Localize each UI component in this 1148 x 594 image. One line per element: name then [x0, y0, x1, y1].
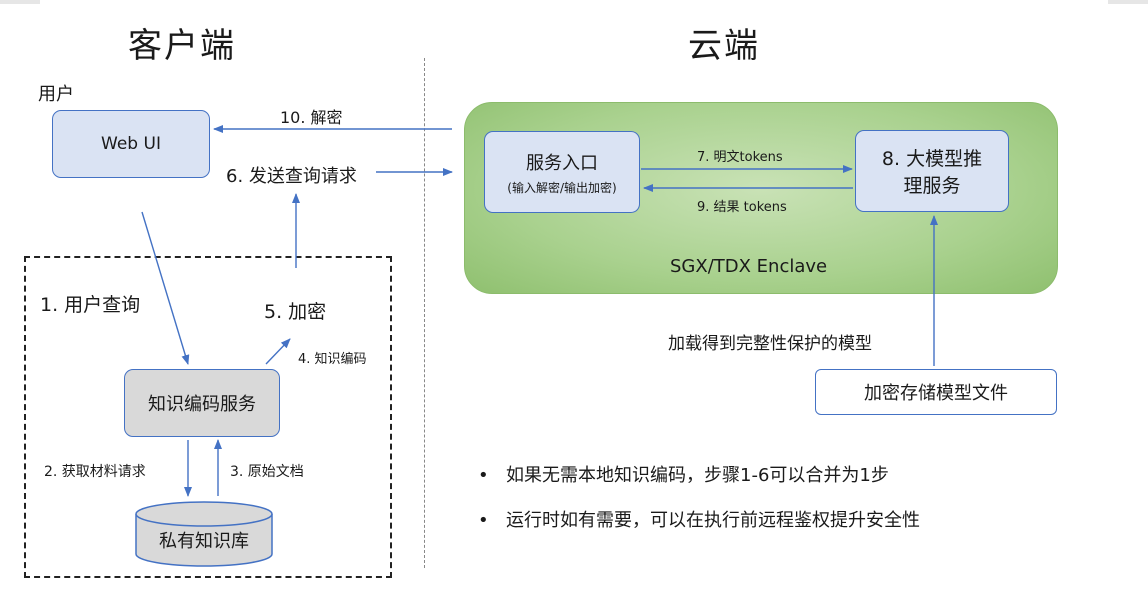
load-model-label: 加载得到完整性保护的模型: [668, 334, 872, 354]
step-4-label: 4. 知识编码: [298, 352, 367, 367]
cloud-title: 云端: [688, 26, 760, 66]
note-bullet-2: • 运行时如有需要，可以在执行前远程鉴权提升安全性: [478, 506, 920, 532]
arrow-user-query: [141, 211, 190, 365]
service-entry-subtitle: (输入解密/输出加密): [507, 180, 617, 195]
service-entry-node: 服务入口 (输入解密/输出加密): [484, 131, 640, 213]
local-boundary: [24, 256, 392, 578]
note-text-1: 如果无需本地知识编码，步骤1-6可以合并为1步: [506, 465, 889, 486]
section-divider: [424, 58, 425, 568]
step-7-label: 7. 明文tokens: [697, 150, 783, 165]
step-9-label: 9. 结果 tokens: [697, 200, 787, 215]
llm-inference-line2: 理服务: [903, 175, 961, 197]
knowledge-encoding-service: 知识编码服务: [124, 369, 280, 437]
llm-inference-line1: 8. 大模型推: [881, 148, 983, 170]
encrypted-model-storage: 加密存储模型文件: [815, 369, 1057, 415]
service-entry-title: 服务入口: [526, 152, 598, 174]
bullet-dot: •: [478, 510, 489, 531]
step-6-label: 6. 发送查询请求: [226, 166, 357, 187]
step-5-label: 5. 加密: [264, 301, 327, 323]
llm-inference-node: 8. 大模型推 理服务: [855, 130, 1009, 212]
corner-mark-left: [0, 0, 40, 4]
user-label: 用户: [38, 84, 74, 105]
step-2-label: 2. 获取材料请求: [44, 464, 146, 480]
enclave-label: SGX/TDX Enclave: [670, 256, 828, 277]
client-title: 客户端: [128, 26, 236, 66]
bullet-dot: •: [478, 465, 489, 486]
corner-mark-right: [1108, 0, 1148, 4]
private-kb-label: 私有知识库: [159, 531, 249, 552]
step-3-label: 3. 原始文档: [230, 464, 304, 480]
step-10-label: 10. 解密: [280, 108, 343, 127]
arrow-encode-to-encrypt: [265, 338, 291, 365]
web-ui-label: Web UI: [101, 134, 161, 154]
step-1-label: 1. 用户查询: [40, 294, 141, 316]
knowledge-service-label: 知识编码服务: [148, 394, 256, 415]
private-kb-cylinder: [135, 501, 273, 567]
note-text-2: 运行时如有需要，可以在执行前远程鉴权提升安全性: [506, 510, 920, 531]
note-bullet-1: • 如果无需本地知识编码，步骤1-6可以合并为1步: [478, 461, 889, 487]
web-ui-node: Web UI: [52, 110, 210, 178]
encrypted-storage-label: 加密存储模型文件: [864, 383, 1008, 404]
